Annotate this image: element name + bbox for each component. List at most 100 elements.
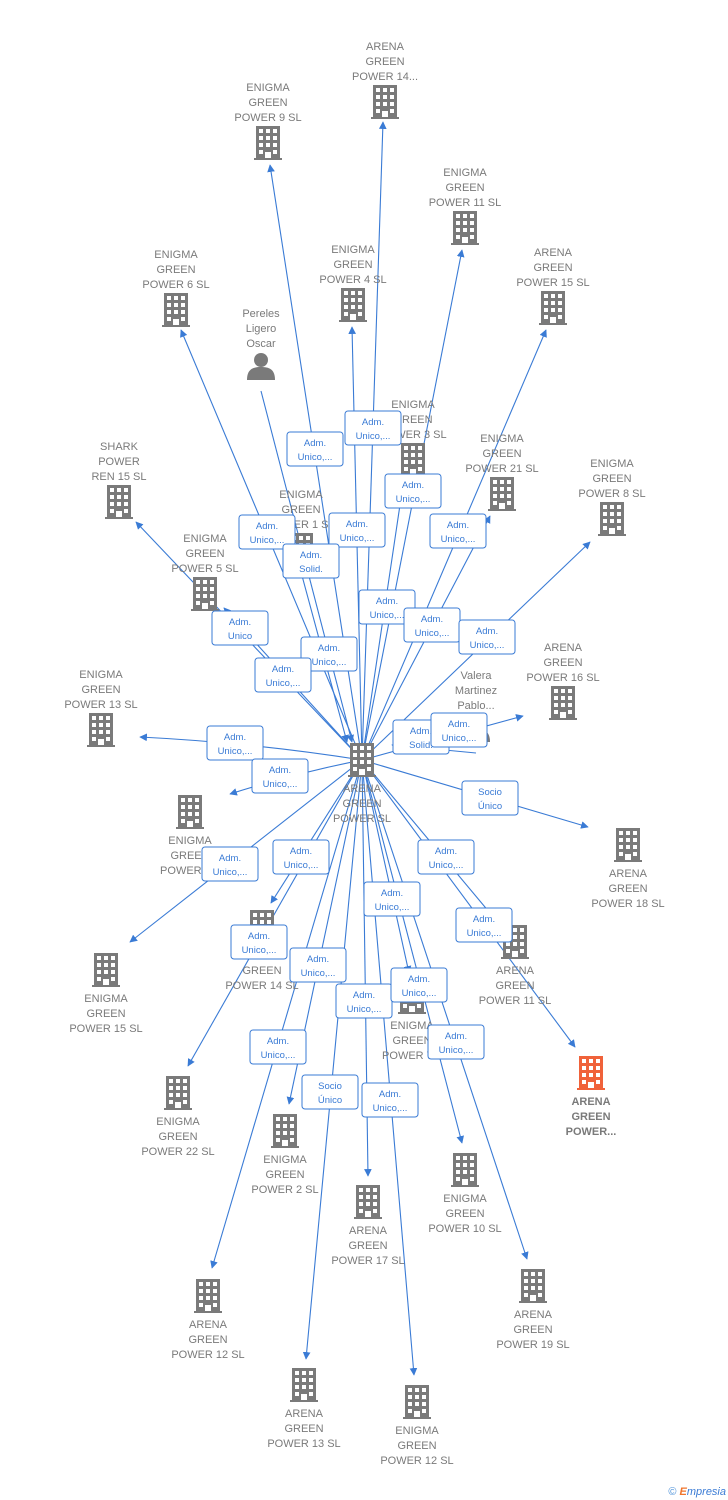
- node-label-line: GREEN: [81, 684, 120, 696]
- footer-brand[interactable]: ©Empresia: [668, 1486, 726, 1498]
- node-label-line: GREEN: [185, 548, 224, 560]
- edge-center-to-n27: [361, 759, 372, 1177]
- relation-badge: Adm.Unico,...: [251, 758, 309, 794]
- node-label-line: GREEN: [265, 1169, 304, 1181]
- badge-text: Unico,...: [415, 628, 450, 639]
- badge-text: Unico,...: [373, 1103, 408, 1114]
- building-icon: [354, 1185, 382, 1219]
- node-label-line: GREEN: [342, 798, 381, 810]
- node-n4[interactable]: ENIGMA GREEN POWER 6 SL: [142, 249, 210, 327]
- node-label-line: GREEN: [170, 850, 209, 862]
- building-icon: [339, 288, 367, 322]
- node-label-line: ENIGMA: [391, 399, 435, 411]
- node-label-line: POWER 6 SL: [142, 279, 209, 291]
- node-label-line: POWER 13 SL: [267, 1438, 340, 1450]
- node-label-line: ARENA: [496, 965, 535, 977]
- relation-badge: Adm.Unico,...: [286, 431, 344, 467]
- node-label-line: GREEN: [156, 264, 195, 276]
- node-label-line: POWER 14...: [352, 71, 418, 83]
- badge-text: Unico,...: [370, 610, 405, 621]
- relation-badge: Adm.Solid.: [282, 543, 340, 579]
- badge-box: [455, 907, 513, 943]
- badge-text: Unico,...: [470, 640, 505, 651]
- badge-text: Adm.: [476, 626, 498, 637]
- building-icon: [614, 828, 642, 862]
- node-label-line: ENIGMA: [168, 835, 212, 847]
- node-label-line: ARENA: [189, 1319, 228, 1331]
- badge-text: Adm.: [362, 417, 384, 428]
- badge-text: Adm.: [229, 617, 251, 628]
- relation-badge: Adm.Unico,...: [403, 607, 461, 643]
- node-label-line: ENIGMA: [390, 1020, 434, 1032]
- relation-badge: Adm.Unico,...: [335, 983, 393, 1019]
- badge-text: Unico,...: [266, 678, 301, 689]
- badge-text: Adm.: [376, 596, 398, 607]
- brand-logo-text: mpresia: [686, 1486, 726, 1498]
- node-label-line: POWER 21 SL: [465, 463, 538, 475]
- building-icon: [598, 502, 626, 536]
- node-n15[interactable]: ValeraMartinezPablo...: [455, 670, 497, 742]
- node-label-line: GREEN: [348, 1240, 387, 1252]
- badge-box: [254, 657, 312, 693]
- badge-box: [358, 589, 416, 625]
- node-label-line: POWER 5 SL: [171, 563, 238, 575]
- node-label-line: GREEN: [281, 504, 320, 516]
- node-label-line: GREEN: [608, 883, 647, 895]
- node-label-line: ARENA: [571, 1096, 610, 1108]
- node-label-line: GREEN: [365, 56, 404, 68]
- node-label-line: POWER 8 SL: [578, 488, 645, 500]
- node-label-line: ENIGMA: [154, 249, 198, 261]
- badge-text: Unico,...: [340, 533, 375, 544]
- badge-text: Adm.: [402, 480, 424, 491]
- node-label-line: POWER 12 SL: [380, 1455, 453, 1467]
- building-icon: [105, 485, 133, 519]
- node-label-line: ENIGMA: [331, 244, 375, 256]
- node-label-line: POWER 15 SL: [516, 277, 589, 289]
- building-icon: [451, 211, 479, 245]
- node-label-line: POWER 16 SL: [526, 672, 599, 684]
- node-label-line: POWER 22 SL: [141, 1146, 214, 1158]
- badge-text: Unico: [228, 631, 252, 642]
- node-label-line: POWER 11 SL: [429, 197, 502, 209]
- badge-text: Unico,...: [261, 1050, 296, 1061]
- badge-text: Unico,...: [429, 860, 464, 871]
- relation-badge: Adm.Unico,...: [249, 1029, 307, 1065]
- badge-box: [251, 758, 309, 794]
- badge-box: [289, 947, 347, 983]
- badge-box: [238, 514, 296, 550]
- edge-center-to-n24: [187, 759, 363, 1067]
- node-label-line: GREEN: [242, 965, 281, 977]
- node-label-line: POWER 13 SL: [64, 699, 137, 711]
- node-label-line: GREEN: [392, 1035, 431, 1047]
- node-label-line: POWER 2 SL: [251, 1184, 318, 1196]
- badge-text: Adm.: [435, 846, 457, 857]
- node-n23[interactable]: ARENAGREENPOWER...: [566, 1056, 617, 1138]
- badge-box: [272, 839, 330, 875]
- node-label-line: Pablo...: [457, 700, 494, 712]
